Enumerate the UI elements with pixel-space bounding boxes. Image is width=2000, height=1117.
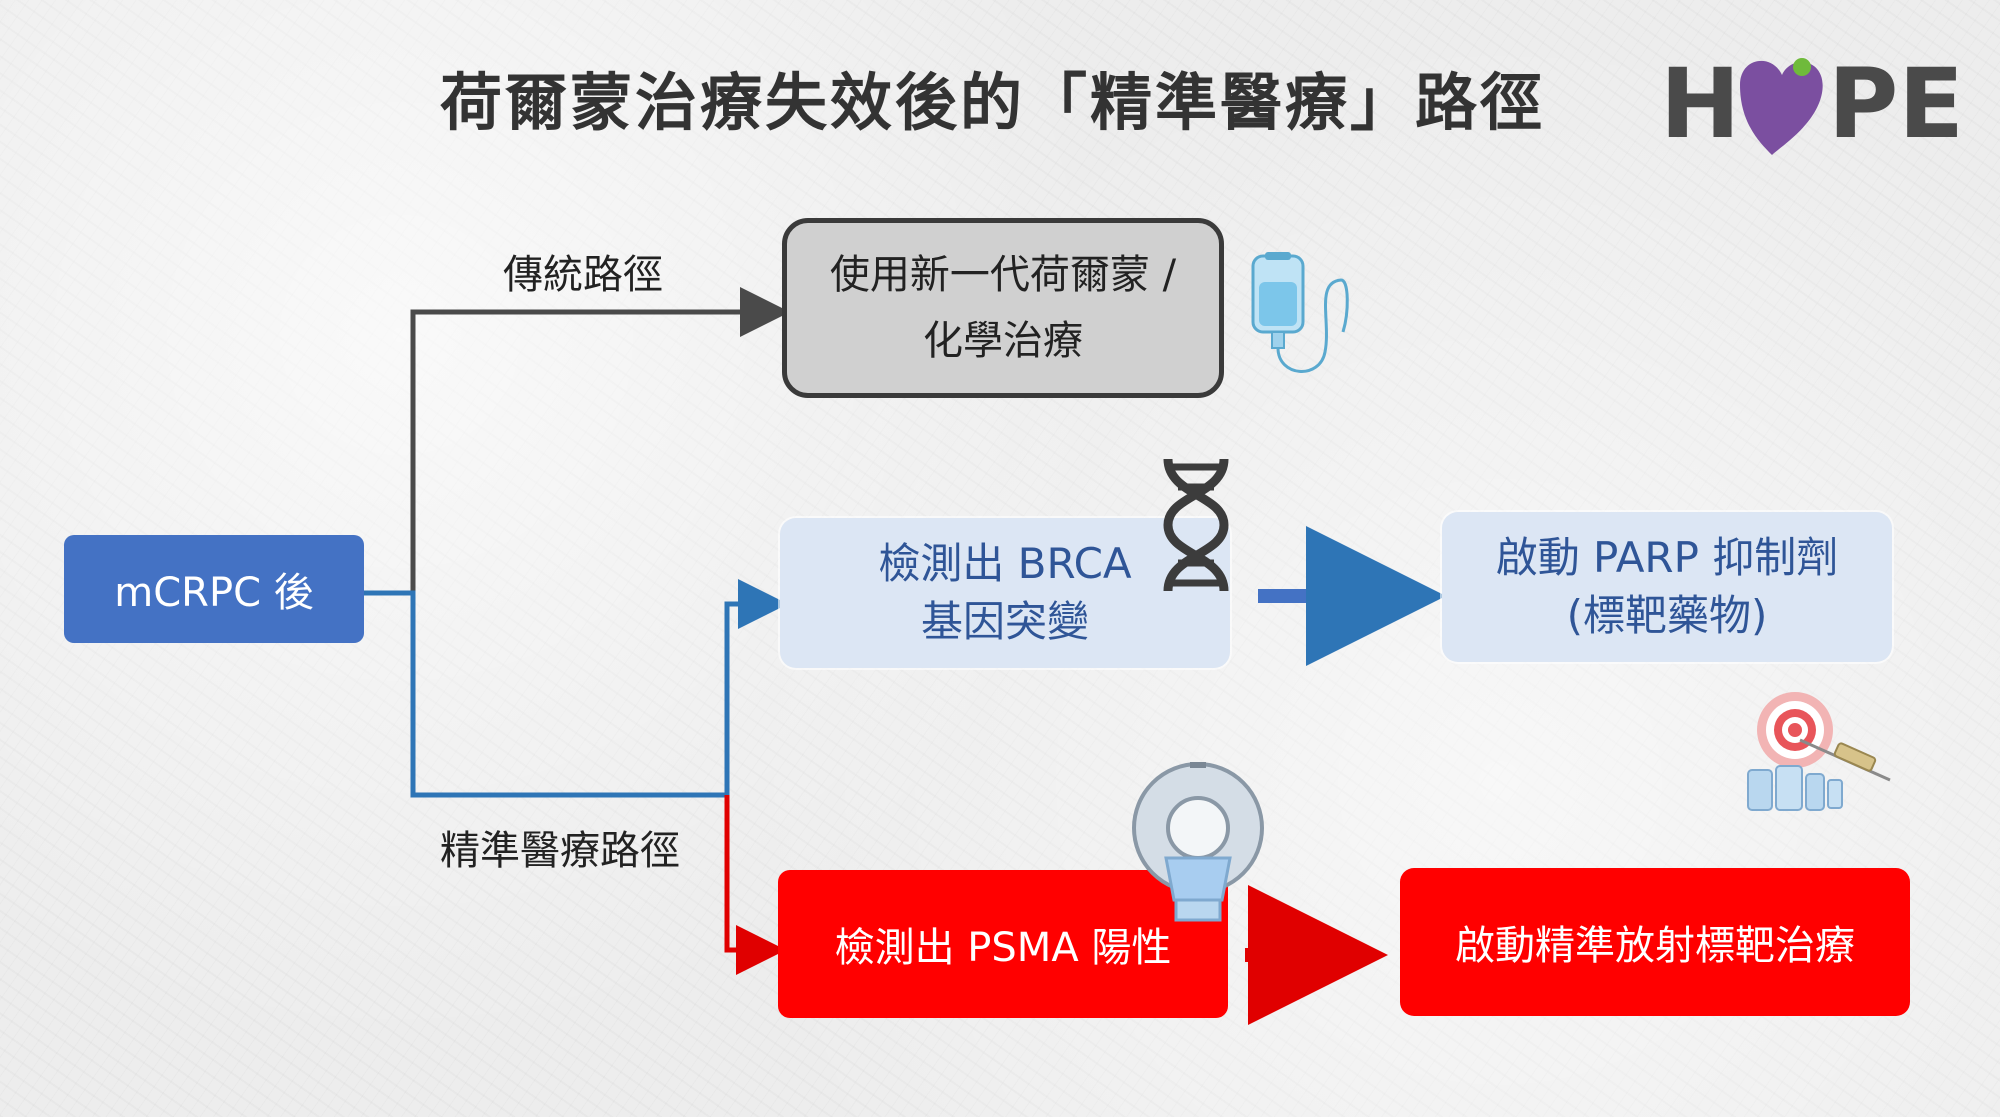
node-parp-line1: 啟動 PARP 抑制劑 <box>1495 533 1839 582</box>
logo-letters-pe: PE <box>1828 48 1964 155</box>
node-mcrpc-label: mCRPC 後 <box>114 570 314 616</box>
precision-path-line <box>364 590 727 798</box>
node-psma: 檢測出 PSMA 陽性 <box>778 870 1228 1018</box>
traditional-path-line <box>410 287 790 593</box>
psma-branch-line <box>724 795 786 975</box>
node-traditional-therapy: 使用新一代荷爾蒙 / 化學治療 <box>782 218 1224 398</box>
pet-scanner-icon <box>1132 762 1264 922</box>
target-syringe-icon <box>1747 692 1891 811</box>
node-parp: 啟動 PARP 抑制劑 (標靶藥物) <box>1442 512 1892 662</box>
logo-dot-icon <box>1793 58 1811 76</box>
node-brca: 檢測出 BRCA 基因突變 <box>780 518 1230 668</box>
edge-label-traditional: 傳統路徑 <box>503 252 663 298</box>
dna-icon <box>1163 458 1229 592</box>
iv-drip-icon <box>1251 252 1349 373</box>
node-radioligand-label: 啟動精準放射標靶治療 <box>1455 923 1855 969</box>
node-mcrpc: mCRPC 後 <box>64 535 364 643</box>
node-brca-line1: 檢測出 BRCA <box>878 539 1132 588</box>
node-radioligand: 啟動精準放射標靶治療 <box>1400 868 1910 1016</box>
node-psma-label: 檢測出 PSMA 陽性 <box>834 925 1172 971</box>
logo-letter-h: H <box>1660 48 1740 155</box>
logo-heart-icon <box>1740 60 1823 155</box>
node-traditional-line2: 化學治療 <box>923 318 1083 364</box>
edge-label-precision: 精準醫療路徑 <box>440 828 680 874</box>
page-title: 荷爾蒙治療失效後的「精準醫療」路徑 <box>440 66 1546 139</box>
brca-branch-line <box>724 579 788 795</box>
node-parp-line2: (標靶藥物) <box>1566 591 1768 640</box>
node-brca-line2: 基因突變 <box>920 597 1089 646</box>
hope-logo: H PE <box>1660 48 1964 155</box>
node-traditional-line1: 使用新一代荷爾蒙 / <box>829 252 1177 298</box>
